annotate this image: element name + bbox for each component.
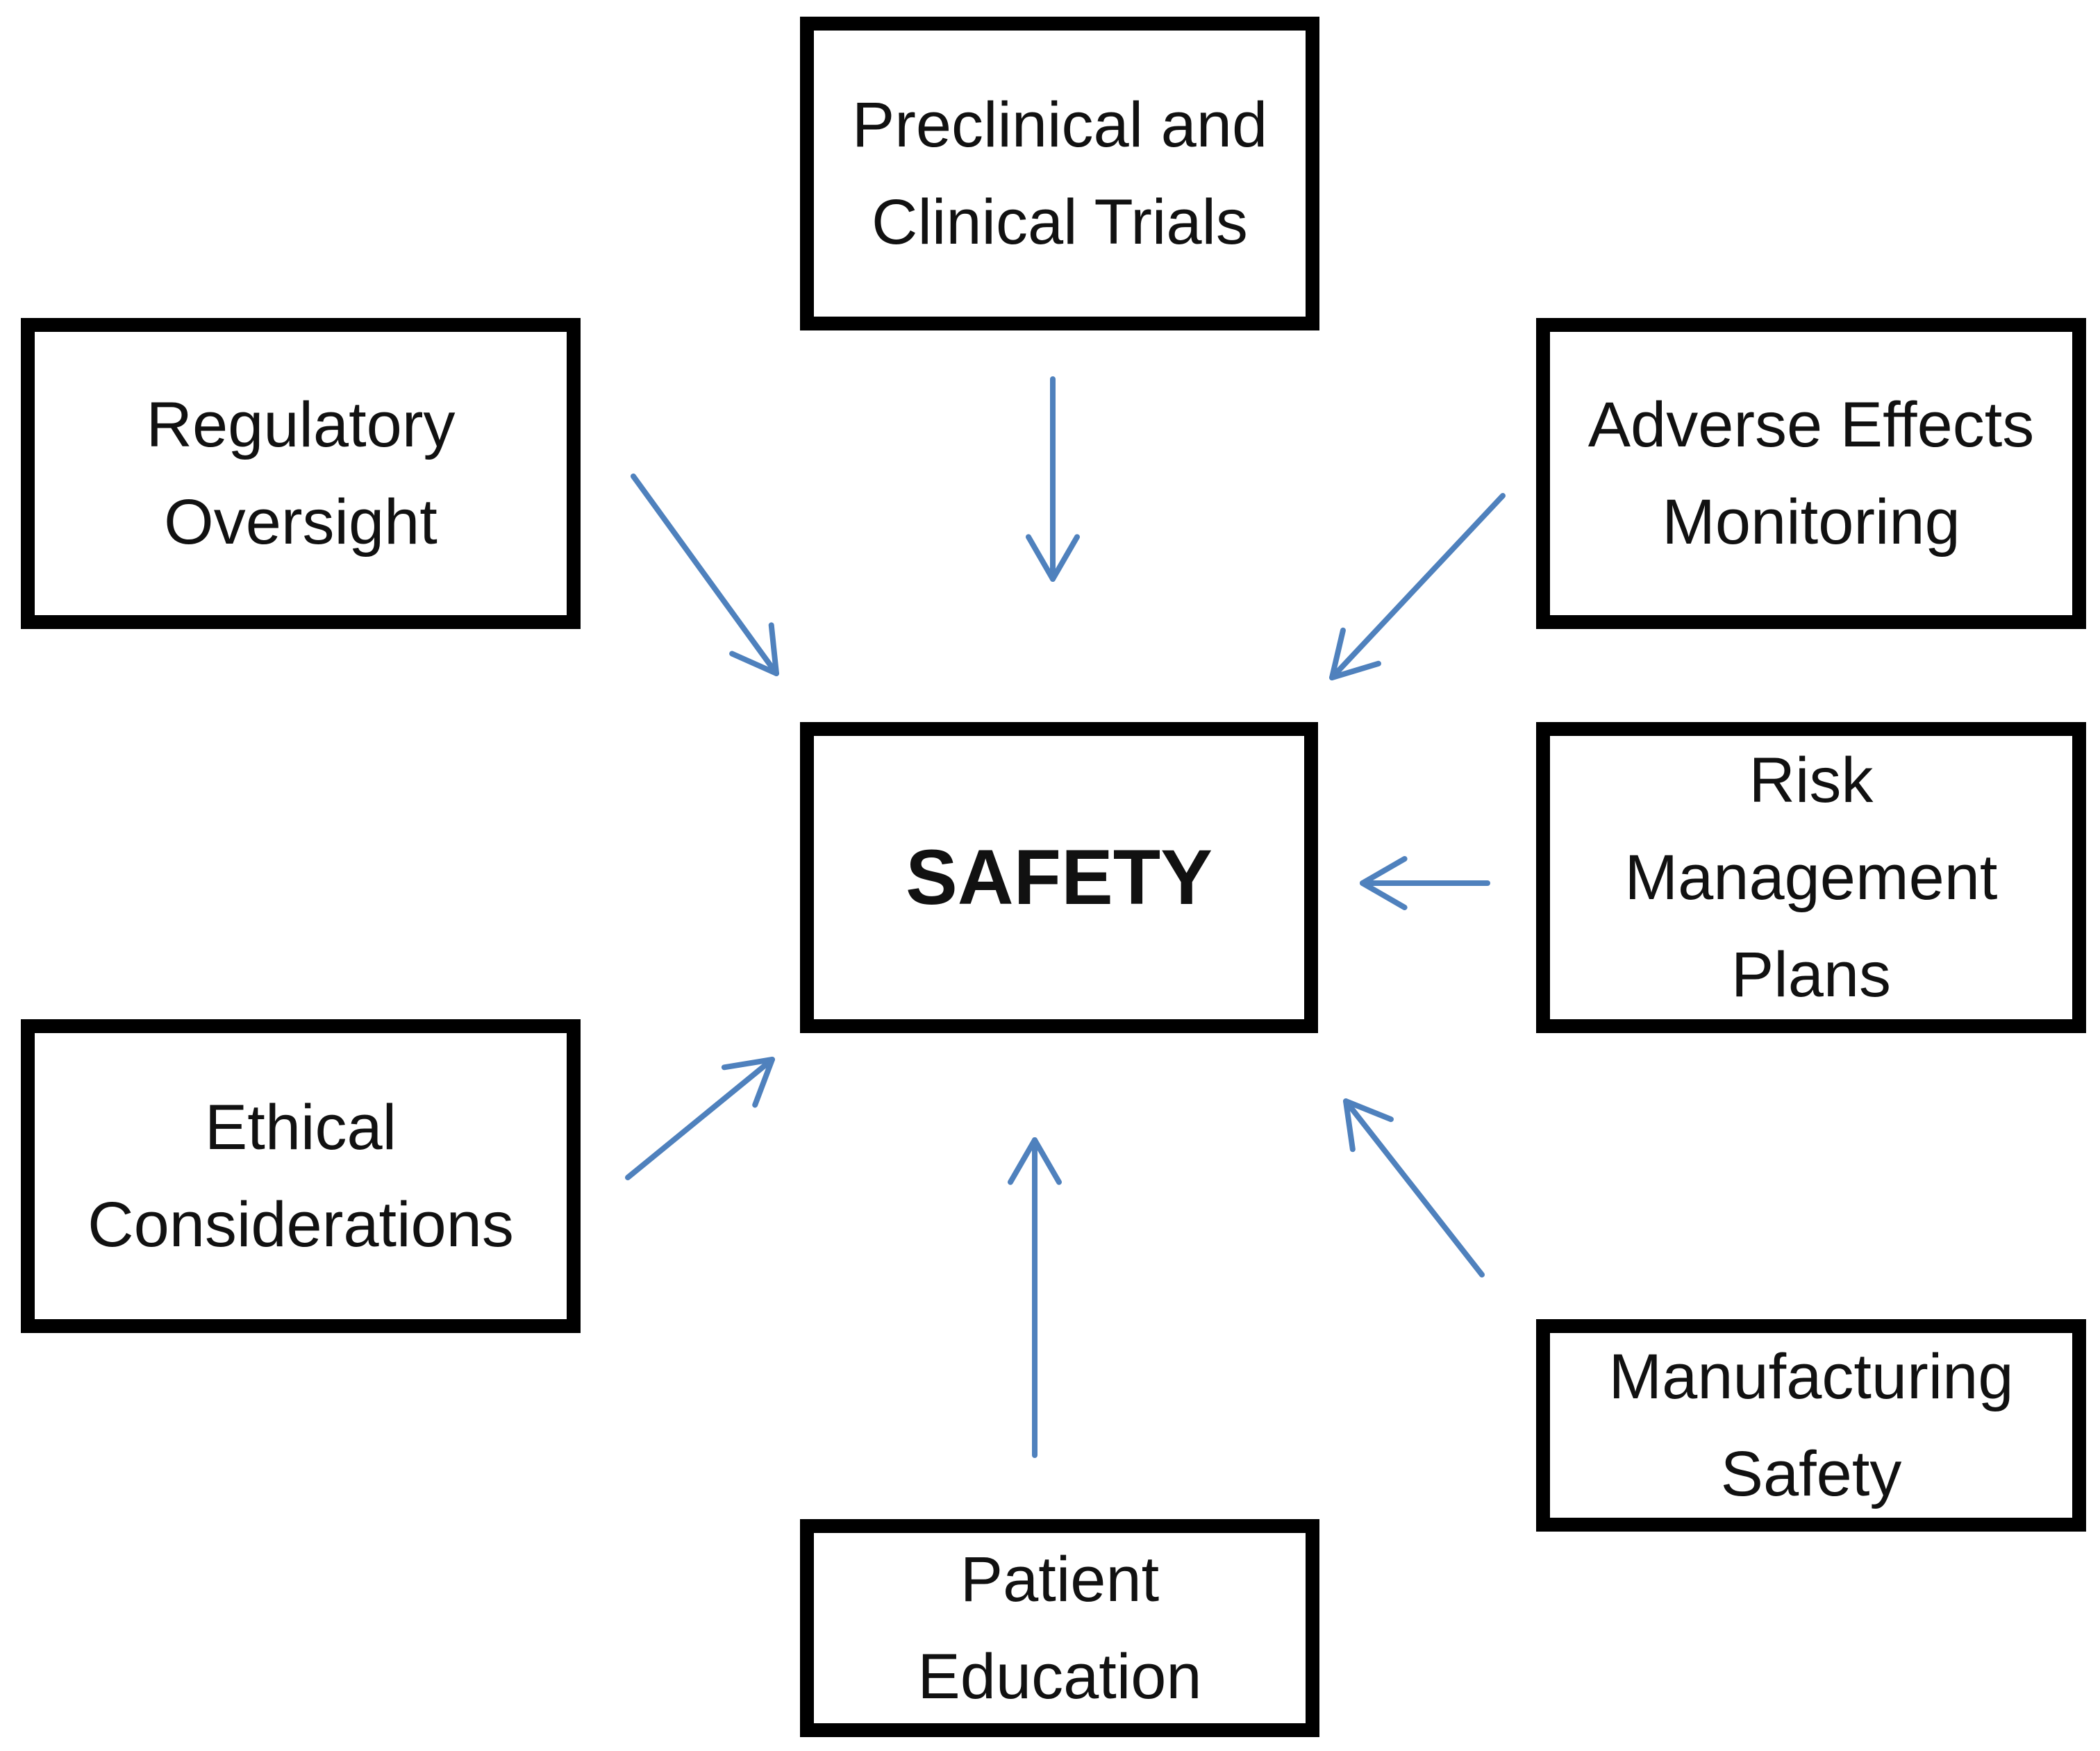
node-label-patient: Patient Education xyxy=(917,1544,1202,1712)
arrow-ethical-to-safety xyxy=(625,1057,775,1180)
node-label-adverse: Adverse Effects Monitoring xyxy=(1588,389,2035,558)
node-safety-center: SAFETY xyxy=(800,722,1318,1033)
center-label: SAFETY xyxy=(906,834,1212,921)
node-label-ethical: Ethical Considerations xyxy=(88,1092,514,1260)
arrowhead-icon xyxy=(1343,1098,1394,1153)
arrowhead-icon xyxy=(1008,1137,1062,1185)
node-regulatory-oversight: Regulatory Oversight xyxy=(21,318,581,629)
arrow-shaft xyxy=(1329,493,1506,680)
arrow-regulatory-to-safety xyxy=(631,474,779,676)
arrowhead-icon xyxy=(1026,534,1080,582)
node-label-manufacturing: Manufacturing Safety xyxy=(1608,1341,2014,1509)
node-label-risk: Risk Management Plans xyxy=(1624,745,1998,1010)
node-label-regulatory: Regulatory Oversight xyxy=(146,389,456,558)
arrow-preclinical-to-safety xyxy=(1026,376,1080,582)
node-patient-education: Patient Education xyxy=(800,1519,1319,1737)
node-preclinical-trials: Preclinical and Clinical Trials xyxy=(800,17,1319,330)
arrow-patient-to-safety xyxy=(1008,1137,1062,1458)
node-adverse-effects-monitoring: Adverse Effects Monitoring xyxy=(1536,318,2086,629)
arrow-shaft xyxy=(625,1057,775,1180)
arrowhead-icon xyxy=(1329,627,1382,680)
arrow-adverse-to-safety xyxy=(1329,493,1506,680)
node-manufacturing-safety: Manufacturing Safety xyxy=(1536,1319,2086,1532)
arrow-shaft xyxy=(1343,1098,1485,1277)
arrowhead-icon xyxy=(729,622,779,676)
arrowhead-icon xyxy=(721,1057,775,1108)
arrow-risk-to-safety xyxy=(1360,856,1490,910)
arrow-shaft xyxy=(631,474,779,676)
node-label-preclinical: Preclinical and Clinical Trials xyxy=(851,90,1268,258)
arrowhead-icon xyxy=(1360,856,1408,910)
arrow-manufacturing-to-safety xyxy=(1343,1098,1485,1277)
node-ethical-considerations: Ethical Considerations xyxy=(21,1019,581,1333)
node-risk-management-plans: Risk Management Plans xyxy=(1536,722,2086,1033)
